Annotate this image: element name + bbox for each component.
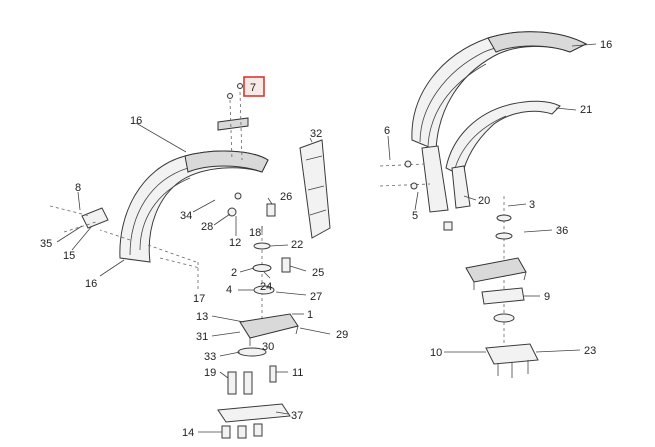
callout-2[interactable]: 2 <box>231 267 237 279</box>
callout-37[interactable]: 37 <box>291 410 303 422</box>
callout-28[interactable]: 28 <box>201 221 213 233</box>
callout-8[interactable]: 8 <box>75 182 81 194</box>
callout-34[interactable]: 34 <box>180 210 192 222</box>
callout-11[interactable]: 11 <box>292 367 303 379</box>
callout-10[interactable]: 10 <box>430 347 442 359</box>
callout-32[interactable]: 32 <box>310 128 322 140</box>
callout-22[interactable]: 22 <box>291 239 303 251</box>
base-plate[interactable] <box>217 403 291 423</box>
callout-1[interactable]: 1 <box>307 309 313 321</box>
callout-25[interactable]: 25 <box>312 267 324 279</box>
callout-31[interactable]: 31 <box>196 331 208 343</box>
callout-18[interactable]: 18 <box>249 227 261 239</box>
callout-5[interactable]: 5 <box>412 210 418 222</box>
callout-19[interactable]: 19 <box>204 367 216 379</box>
callout-6[interactable]: 6 <box>384 125 390 137</box>
callout-20[interactable]: 20 <box>478 195 490 207</box>
callout-labels: 7 16 32 8 26 34 28 12 18 35 15 22 16 2 2… <box>40 39 612 439</box>
callout-27[interactable]: 27 <box>310 291 322 303</box>
callout-35[interactable]: 35 <box>40 238 52 250</box>
fork-bracket[interactable] <box>299 139 331 239</box>
callout-29[interactable]: 29 <box>336 329 348 341</box>
bottom-plate[interactable] <box>485 343 539 365</box>
callout-15[interactable]: 15 <box>63 250 75 262</box>
triple-clamp-lower[interactable] <box>239 313 299 339</box>
callout-9[interactable]: 9 <box>544 291 550 303</box>
callout-26[interactable]: 26 <box>280 191 292 203</box>
callout-16[interactable]: 16 <box>130 115 142 127</box>
callout-17[interactable]: 17 <box>193 293 205 305</box>
left-fender-assembly <box>49 83 331 439</box>
callout-13[interactable]: 13 <box>196 311 208 323</box>
callout-16[interactable]: 16 <box>600 39 612 51</box>
callout-16[interactable]: 16 <box>85 278 97 290</box>
callout-14[interactable]: 14 <box>182 427 194 439</box>
right-fender-assembly <box>379 31 597 378</box>
callout-21[interactable]: 21 <box>580 104 592 116</box>
callout-4[interactable]: 4 <box>226 284 232 296</box>
callout-7[interactable]: 7 <box>250 82 256 94</box>
triple-clamp-upper[interactable] <box>465 257 527 283</box>
callout-12[interactable]: 12 <box>229 237 241 249</box>
highlighted-callout-box[interactable] <box>243 76 265 97</box>
callout-24[interactable]: 24 <box>260 281 272 293</box>
callout-23[interactable]: 23 <box>584 345 596 357</box>
inner-fender-part[interactable] <box>445 100 561 177</box>
callout-30[interactable]: 30 <box>262 341 274 353</box>
callout-3[interactable]: 3 <box>529 199 535 211</box>
callout-36[interactable]: 36 <box>556 225 568 237</box>
callout-33[interactable]: 33 <box>204 351 216 363</box>
